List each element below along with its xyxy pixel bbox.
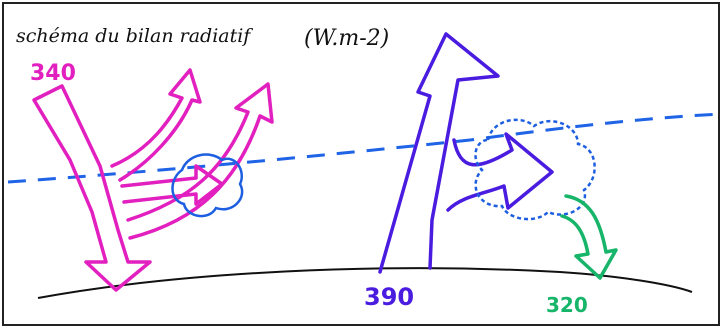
surface-to-cloud-arrow bbox=[448, 134, 552, 210]
solar-value-label: 340 bbox=[30, 61, 76, 86]
diagram-title: schéma du bilan radiatif bbox=[16, 25, 253, 47]
atmosphere-boundary-line bbox=[8, 114, 722, 182]
cloud-right bbox=[475, 120, 594, 219]
atmosphere-emission-arrow bbox=[562, 196, 616, 278]
surface-emission-arrow bbox=[380, 34, 498, 272]
solar-incoming-arrow bbox=[34, 86, 150, 290]
unit-label: (W.m-2) bbox=[304, 26, 389, 51]
surface-emission-value-label: 390 bbox=[364, 283, 414, 311]
solar-radiation-arrows bbox=[34, 70, 272, 290]
atmosphere-emission-value-label: 320 bbox=[546, 293, 588, 317]
surface-emission-arrows bbox=[380, 34, 552, 272]
